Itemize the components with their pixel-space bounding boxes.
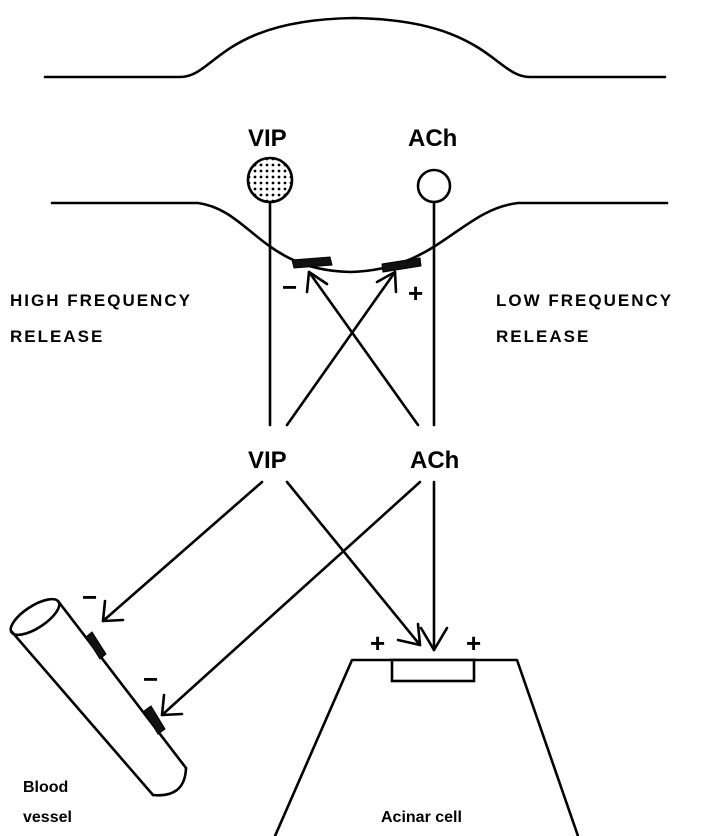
- vip-vesicle: [248, 158, 292, 202]
- acinar-left-sign: +: [370, 628, 385, 658]
- blood-vessel-label-line2: vessel: [23, 809, 72, 826]
- ach-receptor-sign: +: [408, 278, 423, 308]
- vip-to-vessel-arrow: [103, 482, 262, 621]
- low-frequency-release-label: RELEASE: [496, 327, 590, 346]
- vessel-lower-sign: −: [143, 664, 158, 694]
- vip-to-acinar-arrow: [287, 482, 420, 645]
- acinar-receptor: [392, 660, 474, 681]
- released-ach-label: ACh: [410, 447, 459, 474]
- terminal-membrane: [52, 203, 667, 272]
- vessel-upper-receptor: [86, 632, 106, 659]
- vip-prejunctional-receptor: [292, 257, 332, 268]
- vessel-upper-sign: −: [82, 582, 97, 612]
- blood-vessel: [6, 593, 186, 796]
- vip-to-ach-receptor-arrow: [287, 272, 395, 425]
- acinar-right-sign: +: [466, 628, 481, 658]
- low-frequency-label: LOW FREQUENCY: [496, 291, 673, 310]
- ach-prejunctional-receptor: [382, 258, 421, 272]
- upper-membrane: [45, 18, 665, 77]
- released-vip-label: VIP: [248, 447, 287, 474]
- blood-vessel-label-line1: Blood: [23, 779, 68, 796]
- ach-to-vip-receptor-arrow: [309, 272, 418, 425]
- vip-terminal-label: VIP: [248, 125, 287, 152]
- ach-terminal-label: ACh: [408, 125, 457, 152]
- high-frequency-release-label: RELEASE: [10, 327, 104, 346]
- acinar-cell-label: Acinar cell: [381, 809, 462, 826]
- vip-receptor-sign: −: [282, 272, 297, 302]
- high-frequency-label: HIGH FREQUENCY: [10, 291, 192, 310]
- ach-vesicle: [418, 170, 450, 202]
